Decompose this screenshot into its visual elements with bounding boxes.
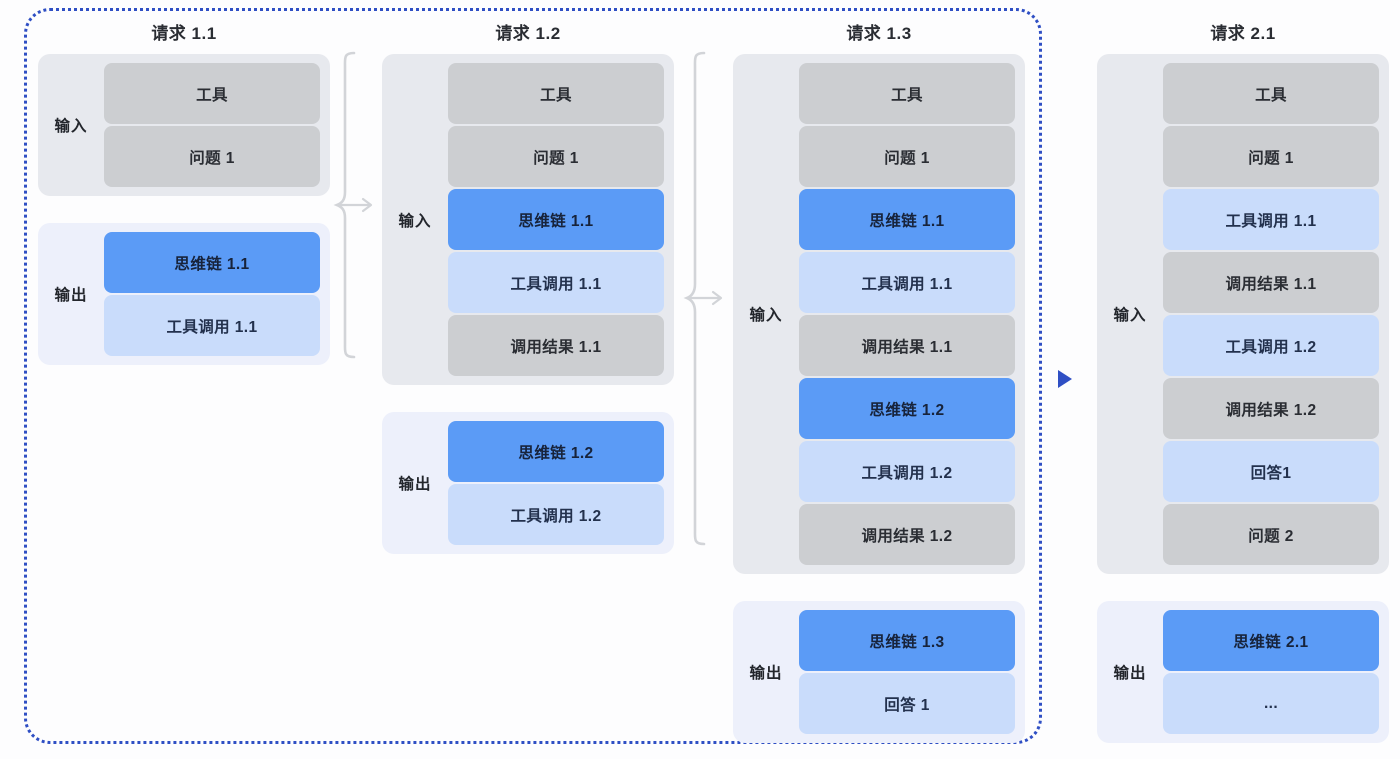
request-column-1: 请求 1.1 输入 工具 问题 1 输出 思维链 1.1 工具调用 1.1 [38, 22, 330, 365]
row-toolcall-1-1[interactable]: 工具调用 1.1 [1163, 189, 1379, 250]
input-group-3: 输入 工具 问题 1 思维链 1.1 工具调用 1.1 调用结果 1.1 思维链… [733, 54, 1025, 574]
request-column-3: 请求 1.3 输入 工具 问题 1 思维链 1.1 工具调用 1.1 调用结果 … [733, 22, 1025, 743]
row-tool[interactable]: 工具 [104, 63, 320, 124]
input-group-4: 输入 工具 问题 1 工具调用 1.1 调用结果 1.1 工具调用 1.2 调用… [1097, 54, 1389, 574]
row-toolresult-1-2[interactable]: 调用结果 1.2 [1163, 378, 1379, 439]
row-cot-1-2[interactable]: 思维链 1.2 [799, 378, 1015, 439]
request-column-2: 请求 1.2 输入 工具 问题 1 思维链 1.1 工具调用 1.1 调用结果 … [382, 22, 674, 554]
brace-col2-to-col3 [683, 50, 734, 550]
output-label-1: 输出 [54, 287, 88, 304]
output-rows-2: 思维链 1.2 工具调用 1.2 [448, 421, 664, 545]
request-column-4: 请求 2.1 输入 工具 问题 1 工具调用 1.1 调用结果 1.1 工具调用… [1097, 22, 1389, 743]
output-rows-3: 思维链 1.3 回答 1 [799, 610, 1015, 734]
input-group-2: 输入 工具 问题 1 思维链 1.1 工具调用 1.1 调用结果 1.1 [382, 54, 674, 385]
output-rows-4: 思维链 2.1 ... [1163, 610, 1379, 734]
row-toolcall-1-2[interactable]: 工具调用 1.2 [799, 441, 1015, 502]
column-title-1: 请求 1.1 [151, 24, 217, 43]
row-cot-1-1[interactable]: 思维链 1.1 [448, 189, 664, 250]
row-toolresult-1-1[interactable]: 调用结果 1.1 [448, 315, 664, 376]
output-rows-1: 思维链 1.1 工具调用 1.1 [104, 232, 320, 356]
input-rows-2: 工具 问题 1 思维链 1.1 工具调用 1.1 调用结果 1.1 [448, 63, 664, 376]
row-question-1[interactable]: 问题 1 [799, 126, 1015, 187]
row-question-1[interactable]: 问题 1 [104, 126, 320, 187]
output-label-2: 输出 [398, 476, 432, 493]
input-rows-4: 工具 问题 1 工具调用 1.1 调用结果 1.1 工具调用 1.2 调用结果 … [1163, 63, 1379, 565]
group-spacer-4 [1097, 574, 1389, 601]
row-toolcall-1-1[interactable]: 工具调用 1.1 [448, 252, 664, 313]
row-cot-1-3[interactable]: 思维链 1.3 [799, 610, 1015, 671]
row-toolresult-1-2[interactable]: 调用结果 1.2 [799, 504, 1015, 565]
row-toolresult-1-1[interactable]: 调用结果 1.1 [799, 315, 1015, 376]
column-title-2: 请求 1.2 [495, 24, 561, 43]
row-question-2[interactable]: 问题 2 [1163, 504, 1379, 565]
brace-col1-to-col2 [333, 50, 382, 360]
row-cot-1-1[interactable]: 思维链 1.1 [104, 232, 320, 293]
column-title-3: 请求 1.3 [846, 24, 912, 43]
group-spacer-1 [38, 196, 330, 223]
row-toolcall-1-1[interactable]: 工具调用 1.1 [799, 252, 1015, 313]
output-label-4: 输出 [1113, 665, 1147, 682]
row-cot-2-1[interactable]: 思维链 2.1 [1163, 610, 1379, 671]
row-toolcall-1-2[interactable]: 工具调用 1.2 [1163, 315, 1379, 376]
input-label-3: 输入 [749, 307, 783, 324]
row-cot-1-1[interactable]: 思维链 1.1 [799, 189, 1015, 250]
output-group-2: 输出 思维链 1.2 工具调用 1.2 [382, 412, 674, 554]
input-rows-3: 工具 问题 1 思维链 1.1 工具调用 1.1 调用结果 1.1 思维链 1.… [799, 63, 1015, 565]
row-tool[interactable]: 工具 [448, 63, 664, 124]
column-title-4: 请求 2.1 [1210, 24, 1276, 43]
group-spacer-2 [382, 385, 674, 412]
output-group-1: 输出 思维链 1.1 工具调用 1.1 [38, 223, 330, 365]
row-tool[interactable]: 工具 [1163, 63, 1379, 124]
row-answer-1[interactable]: 回答1 [1163, 441, 1379, 502]
input-label-2: 输入 [398, 212, 432, 230]
row-answer-1[interactable]: 回答 1 [799, 673, 1015, 734]
group-spacer-3 [733, 574, 1025, 601]
input-label-1: 输入 [54, 118, 88, 135]
input-rows-1: 工具 问题 1 [104, 63, 320, 187]
row-tool[interactable]: 工具 [799, 63, 1015, 124]
row-cot-1-2[interactable]: 思维链 1.2 [448, 421, 664, 482]
row-ellipsis[interactable]: ... [1163, 673, 1379, 734]
row-toolcall-1-1[interactable]: 工具调用 1.1 [104, 295, 320, 356]
row-toolcall-1-2[interactable]: 工具调用 1.2 [448, 484, 664, 545]
row-question-1[interactable]: 问题 1 [1163, 126, 1379, 187]
row-question-1[interactable]: 问题 1 [448, 126, 664, 187]
output-label-3: 输出 [749, 665, 783, 682]
output-group-3: 输出 思维链 1.3 回答 1 [733, 601, 1025, 743]
row-toolresult-1-1[interactable]: 调用结果 1.1 [1163, 252, 1379, 313]
session-transition-arrow-icon [1052, 366, 1078, 392]
output-group-4: 输出 思维链 2.1 ... [1097, 601, 1389, 743]
input-label-4: 输入 [1113, 307, 1147, 324]
input-group-1: 输入 工具 问题 1 [38, 54, 330, 196]
